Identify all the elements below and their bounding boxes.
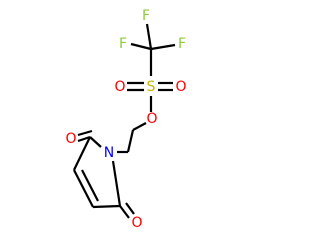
bond-c2-c3 — [73, 136, 91, 171]
bond-c5-n — [111, 160, 122, 207]
atom-labels: F F F S O O O N O O — [65, 8, 186, 231]
bond-c4-c5 — [92, 204, 121, 209]
bond-n-c2 — [89, 136, 102, 148]
bond-c-f2 — [130, 42, 152, 51]
bond-c-f1 — [145, 23, 153, 50]
atom-f-right: F — [178, 36, 186, 52]
bond-o3-c — [132, 122, 147, 131]
bond-c5-o5 — [119, 205, 130, 219]
atom-f-left: F — [119, 36, 127, 52]
bond-c5-o5-double — [125, 202, 135, 215]
bonds — [73, 23, 176, 219]
atom-o-carbonyl-top: O — [65, 131, 76, 147]
atom-f-top: F — [142, 8, 150, 24]
bond-c3-c4 — [73, 169, 94, 208]
atom-n-imide: N — [104, 145, 114, 161]
bond-c3-c4-double — [81, 169, 99, 202]
bond-c-c — [126, 129, 135, 153]
atom-o-carbonyl-bottom: O — [131, 215, 142, 231]
bond-c2-o4-double — [77, 129, 93, 137]
atom-o-sulfonyl-left: O — [114, 79, 125, 95]
atom-s: S — [147, 79, 156, 95]
bond-c-f3 — [150, 43, 176, 51]
atom-o-sulfonyl-right: O — [175, 79, 186, 95]
atom-o-ester: O — [146, 111, 157, 127]
bond-c2-o4 — [77, 135, 91, 143]
chemical-structure-diagram: F F F S O O O N O O — [65, 8, 186, 231]
